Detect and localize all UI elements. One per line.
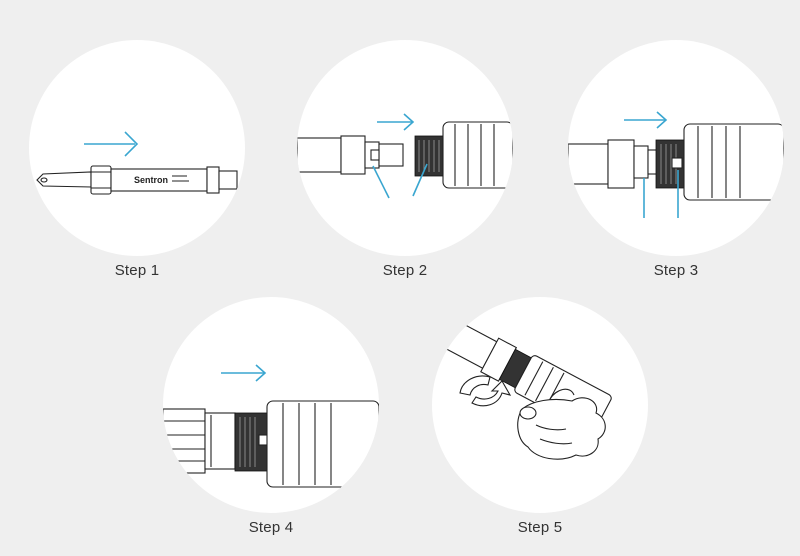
- step-3-illustration: [568, 40, 784, 256]
- step-1-illustration: Sentron: [29, 40, 245, 256]
- hand-icon: [517, 388, 606, 460]
- step-4-drawing: [163, 364, 379, 488]
- step-3-drawing: [568, 111, 784, 218]
- threaded-connector-icon: [655, 123, 784, 201]
- step-2-drawing: [297, 113, 513, 199]
- probe-icon: Sentron: [36, 165, 238, 195]
- pointer-lines: [643, 170, 679, 218]
- direction-arrow-icon: [377, 113, 415, 131]
- step-5: Step 5: [432, 297, 648, 536]
- step-5-drawing: [432, 312, 612, 460]
- direction-arrow-icon: [84, 131, 139, 157]
- step-1: Sentron Step 1: [29, 40, 245, 279]
- probe-end-icon: [297, 135, 404, 175]
- direction-arrow-icon: [221, 364, 267, 382]
- rotate-arrow-icon: [459, 375, 512, 407]
- probe-end-icon: [163, 408, 236, 474]
- step-2-illustration: [297, 40, 513, 256]
- threaded-connector-icon: [414, 121, 513, 189]
- step-2-label: Step 2: [382, 262, 428, 279]
- step-5-label: Step 5: [517, 519, 563, 536]
- step-4: Step 4: [163, 297, 379, 536]
- step-4-illustration: [163, 297, 379, 513]
- probe-brand-text: Sentron: [134, 175, 168, 185]
- step-5-illustration: [432, 297, 648, 513]
- step-2: Step 2: [297, 40, 513, 279]
- step-1-drawing: Sentron: [36, 131, 238, 195]
- step-3: Step 3: [568, 40, 784, 279]
- step-3-label: Step 3: [653, 262, 699, 279]
- step-1-label: Step 1: [114, 262, 160, 279]
- step-4-label: Step 4: [248, 519, 294, 536]
- probe-end-icon: [568, 139, 659, 189]
- pointer-lines: [372, 163, 428, 199]
- direction-arrow-icon: [624, 111, 668, 129]
- threaded-connector-icon: [234, 400, 379, 488]
